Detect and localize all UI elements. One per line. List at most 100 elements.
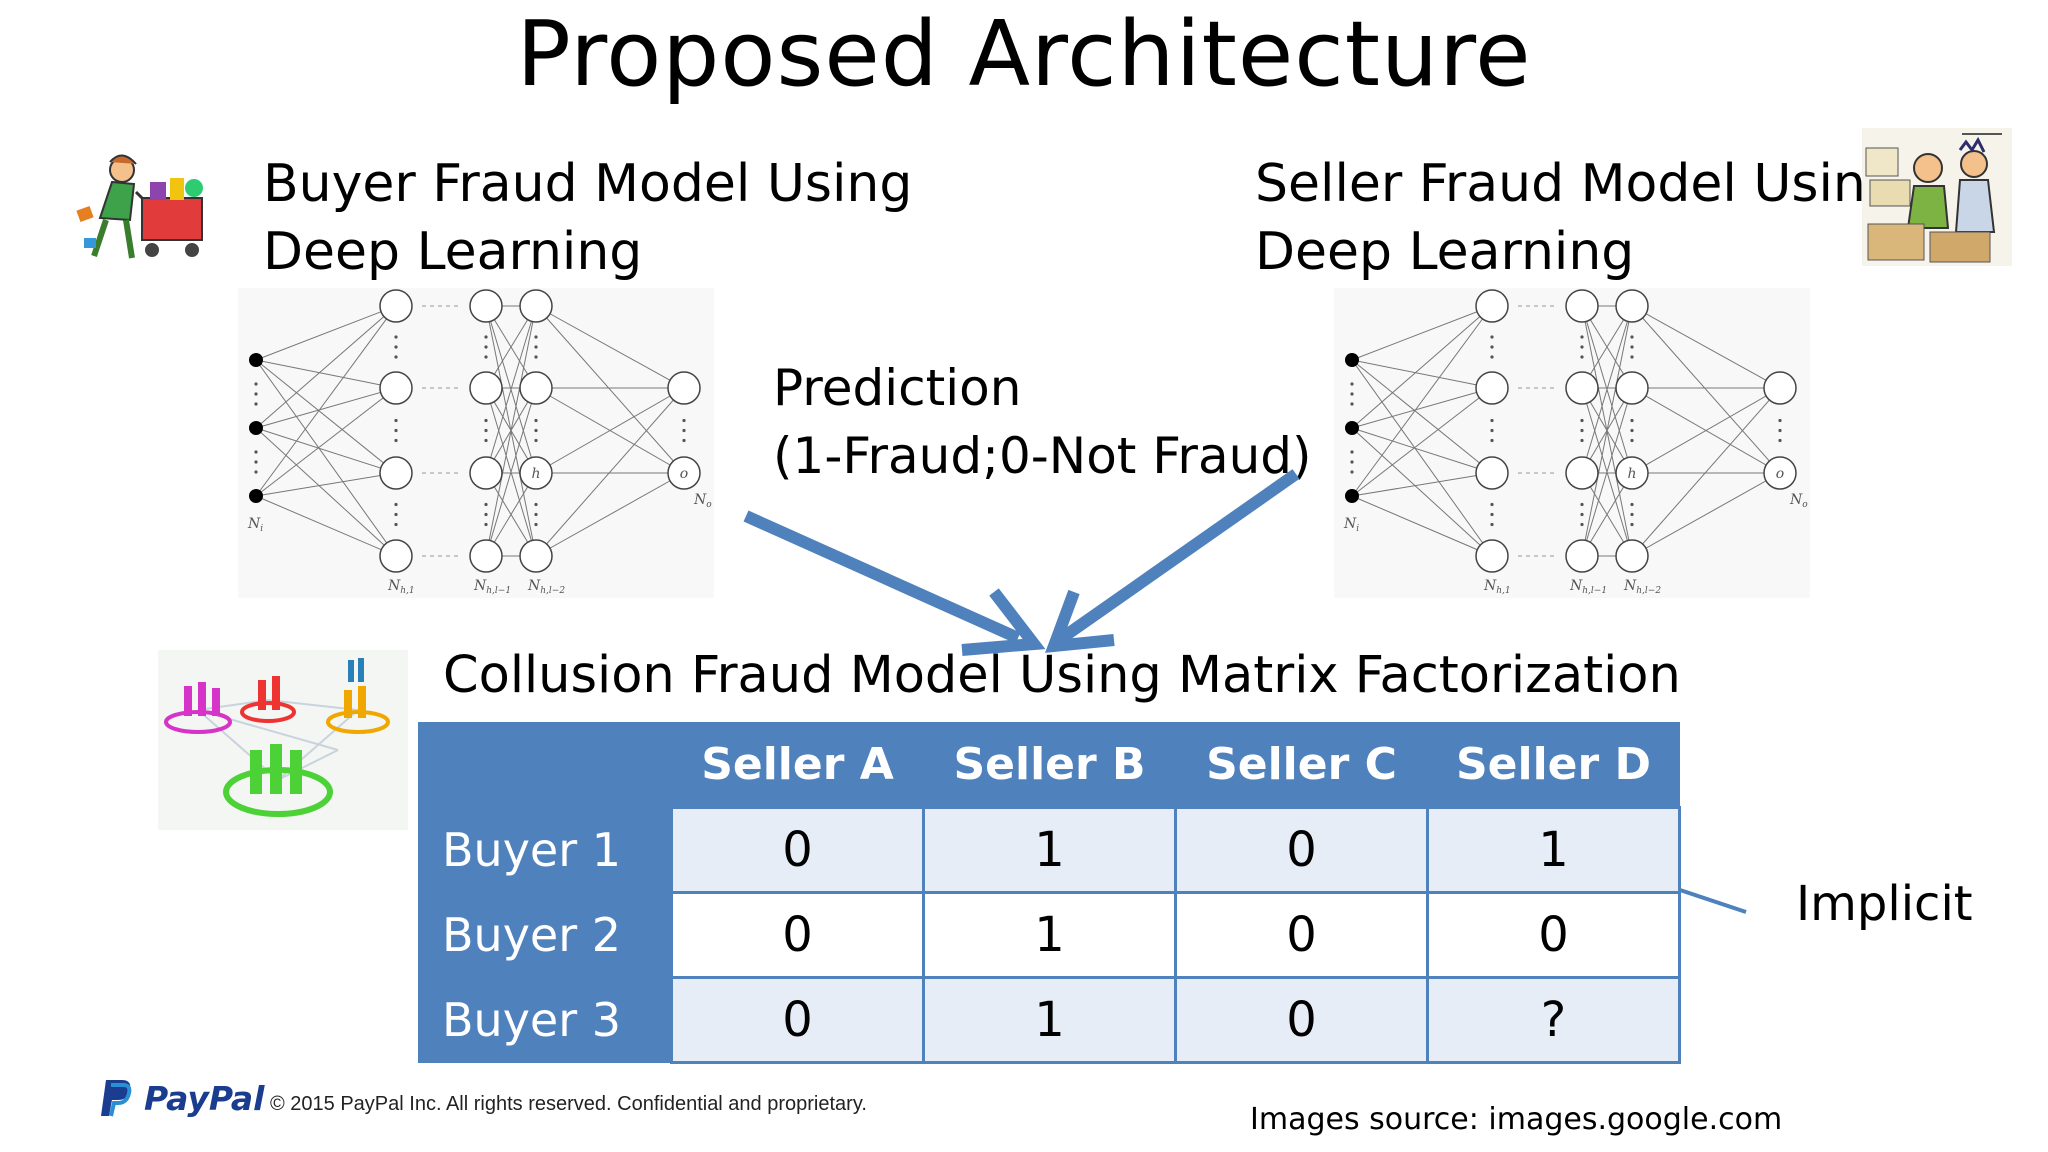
nn-ellipsis-dot	[254, 470, 258, 474]
matrix-header-row: Seller A Seller B Seller C Seller D	[418, 722, 1680, 808]
buyer-seller-matrix: Seller A Seller B Seller C Seller D Buye…	[418, 722, 1681, 1064]
right-arrowhead	[1045, 589, 1115, 653]
nn-ellipsis-dot	[1350, 450, 1354, 454]
nn-ellipsis-dot	[534, 502, 538, 507]
nn-input-layer-label: Ni	[247, 516, 263, 534]
nn-ellipsis-dot	[1778, 438, 1782, 443]
matrix-cell: 1	[922, 891, 1177, 979]
nn-ellipsis-dot	[1580, 418, 1584, 423]
nn-ellipsis-dot	[1580, 428, 1584, 433]
nn-ellipsis-dot	[394, 355, 398, 359]
nn-ellipsis-dot	[1580, 335, 1584, 339]
seller-header-line1: Seller Fraud Model Using	[1255, 154, 1899, 214]
nn-ellipsis-dot	[484, 345, 488, 349]
nn-ellipsis-dot	[254, 392, 258, 396]
people-network-icon	[158, 650, 408, 830]
nn-ellipsis-dot	[484, 502, 488, 507]
nn-node	[469, 456, 503, 490]
nn-input-node	[249, 489, 263, 503]
nn-ellipsis-dot	[682, 428, 686, 433]
nn-ellipsis-dot	[1630, 345, 1634, 349]
matrix-cell-implicit: 1	[1426, 806, 1681, 894]
nn-node	[469, 289, 503, 323]
nn-node	[1475, 289, 1509, 323]
nn-ellipsis-dot	[484, 355, 488, 359]
images-source-note: Images source: images.google.com	[1250, 1102, 1783, 1137]
nn-ellipsis-dot	[1490, 345, 1494, 349]
matrix-cell: 0	[670, 976, 925, 1064]
nn-ellipsis-dot	[1490, 502, 1494, 507]
nn-node	[1565, 539, 1599, 573]
nn-ellipsis-dot	[1630, 335, 1634, 339]
nn-hidden-node-label: h	[1627, 466, 1636, 482]
nn-node	[1615, 289, 1649, 323]
nn-node	[379, 456, 413, 490]
column-header-seller-d: Seller D	[1427, 722, 1680, 808]
nn-hidden-node-label: h	[531, 466, 540, 482]
nn-ellipsis-dot	[1778, 428, 1782, 433]
nn-ellipsis-dot	[394, 345, 398, 349]
nn-node	[1565, 371, 1599, 405]
right-arrow-shaft	[1058, 469, 1300, 643]
nn-ellipsis-dot	[1630, 512, 1634, 517]
nn-ellipsis-dot	[1630, 418, 1634, 423]
nn-ellipsis-dot	[1490, 438, 1494, 443]
nn-ellipsis-dot	[1630, 428, 1634, 433]
matrix-cell-unknown: ?	[1426, 976, 1681, 1064]
nn-node	[1615, 539, 1649, 573]
nn-ellipsis-dot	[484, 428, 488, 433]
nn-ellipsis-dot	[682, 418, 686, 423]
nn-input-node	[249, 353, 263, 367]
prediction-line1: Prediction	[773, 359, 1022, 417]
matrix-cell: 0	[670, 891, 925, 979]
nn-node	[1565, 289, 1599, 323]
nn-ellipsis-dot	[1490, 512, 1494, 517]
row-header-buyer-3: Buyer 3	[418, 977, 672, 1063]
nn-node	[1475, 539, 1509, 573]
nn-ellipsis-dot	[484, 512, 488, 517]
nn-node	[519, 371, 553, 405]
nn-ellipsis-dot	[394, 418, 398, 423]
nn-input-node	[1345, 421, 1359, 435]
nn-ellipsis-dot	[534, 355, 538, 359]
nn-ellipsis-dot	[1350, 392, 1354, 396]
matrix-row-buyer-3: Buyer 3 0 1 0 ?	[418, 976, 1681, 1064]
nn-ellipsis-dot	[254, 402, 258, 406]
nn-node	[667, 371, 701, 405]
nn-ellipsis-dot	[484, 438, 488, 443]
column-header-seller-c: Seller C	[1175, 722, 1428, 808]
row-header-buyer-1: Buyer 1	[418, 807, 672, 893]
matrix-cell: 0	[670, 806, 925, 894]
nn-ellipsis-dot	[394, 438, 398, 443]
nn-ellipsis-dot	[534, 512, 538, 517]
nn-ellipsis-dot	[534, 418, 538, 423]
nn-ellipsis-dot	[1630, 355, 1634, 359]
nn-node	[519, 289, 553, 323]
nn-ellipsis-dot	[254, 460, 258, 464]
nn-ellipsis-dot	[1580, 522, 1584, 527]
shopping-cart-clipart-icon	[70, 148, 220, 273]
nn-ellipsis-dot	[484, 418, 488, 423]
matrix-corner-cell	[418, 722, 672, 808]
column-header-seller-a: Seller A	[671, 722, 924, 808]
nn-node	[1475, 371, 1509, 405]
matrix-row-buyer-1: Buyer 1 0 1 0 1	[418, 806, 1681, 894]
nn-node	[1763, 456, 1797, 490]
nn-output-node-label: o	[680, 466, 688, 482]
nn-node	[1615, 371, 1649, 405]
nn-ellipsis-dot	[1580, 438, 1584, 443]
matrix-cell: 0	[1174, 806, 1429, 894]
nn-ellipsis-dot	[1490, 418, 1494, 423]
prediction-label: Prediction (1-Fraud;0-Not Fraud)	[773, 354, 1312, 490]
nn-ellipsis-dot	[534, 335, 538, 339]
buyer-header-line2: Deep Learning	[263, 222, 643, 282]
buyer-model-header: Buyer Fraud Model Using Deep Learning	[263, 150, 912, 286]
nn-ellipsis-dot	[682, 438, 686, 443]
seller-header-line2: Deep Learning	[1255, 222, 1635, 282]
nn-node	[667, 456, 701, 490]
slide-title: Proposed Architecture	[516, 2, 1532, 107]
copyright-notice: © 2015 PayPal Inc. All rights reserved. …	[270, 1093, 867, 1115]
nn-input-node	[1345, 353, 1359, 367]
